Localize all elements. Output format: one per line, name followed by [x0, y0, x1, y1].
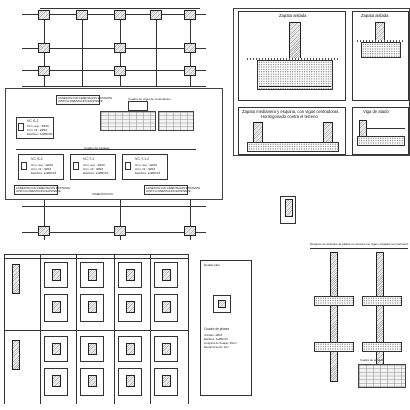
- footing-p10: [114, 66, 126, 76]
- cuadro-pilares-title: Cuadro de pilares: [204, 327, 230, 331]
- pillar-cell-11: [118, 336, 142, 362]
- detail-title: Zapata medianera y esquina, con vigas ce…: [242, 109, 340, 114]
- footing-p13: [114, 226, 126, 236]
- detail-title: Zapata aislada: [361, 13, 389, 18]
- footing-p14: [184, 226, 196, 236]
- footing-p5: [184, 10, 196, 20]
- pillar-cell-3: [118, 262, 142, 288]
- card-line: Arm. sup.: 4Ø16: [135, 163, 157, 167]
- footing-p3: [114, 10, 126, 20]
- cuadro-line: Longitud de Solape: 50cm: [204, 341, 237, 345]
- detail-zapata-medianera: Zapata medianera y esquina, con vigas ce…: [238, 107, 346, 155]
- card-title: VC.T-1: [83, 157, 95, 161]
- beam-table-2: [158, 111, 194, 131]
- beam-card-1: VC.S-1 Arm. sup.: 2Ø16 Arm. inf.: 2Ø16 E…: [16, 117, 54, 139]
- footing-p2: [76, 10, 88, 20]
- pillar-cell-4: [154, 262, 178, 288]
- card-line: Estribos: 1xØ8c/15: [83, 171, 109, 175]
- pillar-schedule: [4, 254, 189, 404]
- legend-panel: CONEXION CON CIMENTACION EXISTENTE JUNTO…: [5, 88, 223, 200]
- footing-p4: [150, 10, 162, 20]
- beam-table: [100, 111, 156, 131]
- card-line: Estribos: 1xØ8c/30: [27, 132, 53, 136]
- footing-p12: [38, 226, 50, 236]
- card-line: Arm. inf.: 4Ø16: [135, 167, 156, 171]
- pillar-cell-9: [44, 336, 68, 362]
- cuadro-line: Estribos: 1eØ8c/15: [204, 337, 228, 341]
- detail-subtitle: Hormigonado contra el terreno: [261, 114, 318, 119]
- pillar-cell-1: [44, 262, 68, 288]
- card-line: Arm. inf.: 2Ø16: [27, 128, 48, 132]
- detail-title: Zapata aislada: [279, 13, 307, 18]
- pillar-cell-16: [154, 368, 178, 396]
- pillar-cell-5: [44, 294, 68, 322]
- armado-table: [358, 364, 406, 388]
- pillar-elevation-2: [12, 340, 20, 370]
- pillar-cell-10: [80, 336, 104, 362]
- pillar-elevation-1: [12, 264, 20, 294]
- pillar-cell-14: [80, 368, 104, 396]
- pillar-cell-12: [154, 336, 178, 362]
- card-line: Arm. inf.: 4Ø16: [31, 167, 52, 171]
- pillar-detail-box: Detalle pilar Cuadro de pilares Armado: …: [200, 260, 252, 396]
- cuadro-vigas-label: Cuadro de vigas de cimentacion: [128, 97, 171, 101]
- legend-title-left: CONEXION CON CIMENTACION EXISTENTE JUNTO…: [16, 187, 71, 193]
- pillar-cell-15: [118, 368, 142, 396]
- pillar-detail-label: Detalle pilar: [204, 263, 220, 267]
- legend-title-right: CONEXION CON CIMENTACION EXISTENTE JUNTO…: [146, 187, 201, 193]
- bottom-label: CIMENTACION: [92, 192, 113, 196]
- despiece-title: Despiece de arranque de pilares en union…: [310, 242, 409, 246]
- beam-card-2: VC.S-2 Arm. sup.: 4Ø16 Arm. inf.: 4Ø16 E…: [18, 154, 64, 180]
- pillar-cell-6: [80, 294, 104, 322]
- card-line: Estribos: 1xØ8c/15: [31, 171, 57, 175]
- detail-zapata-aislada-2: Zapata aislada: [352, 11, 409, 101]
- detail-viga-atado: Viga de atado: [352, 107, 409, 155]
- footing-p11: [184, 66, 196, 76]
- small-column-detail: [280, 196, 296, 224]
- cuadro-line: Recubrimiento: 3cm: [204, 345, 229, 349]
- card-title: VC.T-1.2: [135, 157, 150, 161]
- card-line: Arm. sup.: 2Ø16: [27, 124, 49, 128]
- detail-zapata-aislada: Zapata aislada: [238, 11, 346, 101]
- despiece-sheet: Despiece de arranque de pilares en union…: [300, 238, 410, 406]
- details-sheet: Zapata aislada Zapata aislada Zapata med…: [233, 8, 410, 156]
- pillar-cell-8: [154, 294, 178, 322]
- footing-p1: [38, 10, 50, 20]
- card-line: Arm. sup.: 4Ø16: [83, 163, 105, 167]
- beam-card-4: VC.T-1.2 Arm. sup.: 4Ø16 Arm. inf.: 4Ø16…: [122, 154, 168, 180]
- pillar-cell-13: [44, 368, 68, 396]
- card-line: Estribos: 1xØ8c/15: [135, 171, 161, 175]
- card-line: Arm. sup.: 4Ø16: [31, 163, 53, 167]
- cuadro-zapatas-label: Cuadro de zapatas: [84, 146, 110, 150]
- cuadro-line: Armado: 4Ø16: [204, 333, 223, 337]
- cuadro-armado-title: Cuadro de armado: [360, 358, 384, 362]
- pillar-cell-7: [118, 294, 142, 322]
- foundation-plan: CONEXION CON CIMENTACION EXISTENTE JUNTO…: [0, 0, 230, 248]
- footing-p7: [114, 43, 126, 53]
- footing-p9: [38, 66, 50, 76]
- card-line: Arm. inf.: 4Ø16: [83, 167, 104, 171]
- detail-title: Viga de atado: [363, 109, 389, 114]
- footing-p8: [184, 43, 196, 53]
- card-title: VC.S-1: [27, 119, 39, 123]
- footing-p6: [38, 43, 50, 53]
- legend-title-top: CONEXION CON CIMENTACION EXISTENTE JUNTO…: [58, 97, 113, 103]
- beam-card-3: VC.T-1 Arm. sup.: 4Ø16 Arm. inf.: 4Ø16 E…: [70, 154, 116, 180]
- pillar-cell-2: [80, 262, 104, 288]
- card-title: VC.S-2: [31, 157, 43, 161]
